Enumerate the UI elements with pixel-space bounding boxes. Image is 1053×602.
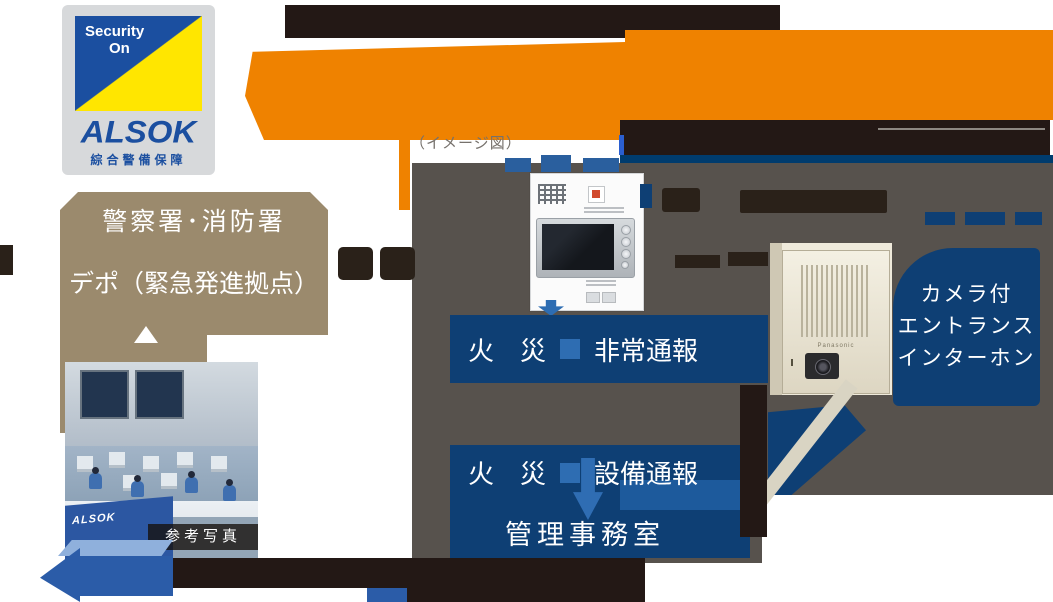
round-button-icon — [621, 261, 629, 269]
speaker-slits-icon — [801, 265, 869, 337]
arrow-top-face — [58, 540, 173, 556]
arrow-head — [40, 548, 80, 602]
entrance-label-line1: カメラ付 — [920, 282, 1013, 306]
entrance-label-line2: エントランス — [897, 314, 1036, 338]
operator — [131, 475, 144, 498]
facility-report-label: 設備通報 — [594, 460, 699, 489]
fire-char-1: 火 — [468, 336, 495, 366]
orange-headline-block-left — [245, 42, 625, 140]
management-office-label: 管理事務室 — [505, 520, 665, 550]
label-fragment — [1015, 212, 1042, 225]
image-note: （イメージ図） — [410, 135, 522, 152]
text-fragment — [675, 255, 720, 268]
entrance-intercom-device: Panasonic — [782, 250, 890, 394]
accent-block — [620, 480, 745, 510]
intercom-screen — [542, 224, 614, 270]
device-button — [586, 292, 600, 303]
wall-monitor — [80, 370, 129, 419]
entrance-heading-fragment — [740, 190, 887, 213]
operator — [223, 479, 236, 502]
edge-fragment — [0, 245, 13, 275]
label-fragment — [583, 158, 619, 172]
orange-headline-block-right — [625, 30, 1053, 120]
blue-square-icon — [560, 462, 581, 483]
device-label-line — [586, 284, 616, 286]
divider-line — [878, 128, 1045, 130]
flow-label-fragment — [380, 247, 415, 280]
photo-desk-brand: ALSOK — [72, 511, 116, 528]
depot-label: デポ（緊急発進拠点） — [68, 271, 319, 298]
speaker-grille-icon — [538, 184, 566, 204]
device-dot — [791, 359, 793, 366]
fire-char-2: 災 — [520, 460, 547, 489]
camera-entrance-intercom-label: カメラ付 エントランス インターホン — [893, 248, 1040, 406]
text-fragment — [662, 188, 700, 212]
badge-text-1: Security — [85, 23, 145, 40]
device-button — [602, 292, 616, 303]
device-label-line — [584, 207, 624, 209]
intercom-monitor — [536, 218, 635, 278]
label-fragment — [925, 212, 955, 225]
band-fragment — [640, 184, 652, 208]
operator — [185, 471, 198, 494]
fire-char-2: 災 — [520, 336, 547, 366]
text-fragment — [728, 252, 768, 266]
badge-text-2: On — [109, 40, 130, 57]
operator — [89, 467, 102, 490]
blue-square-icon — [560, 339, 581, 359]
emergency-report-label: 非常通報 — [594, 336, 699, 366]
blue-tick — [619, 135, 624, 155]
facility-report-office-box: 火 災 設備通報 管理事務室 — [450, 445, 750, 558]
console — [211, 455, 227, 472]
subtitle-dark-band — [620, 120, 1050, 155]
device-label-line — [586, 280, 616, 282]
fire-char-1: 火 — [468, 460, 495, 489]
security-on-badge-icon: Security On — [75, 16, 202, 111]
round-button-icon — [621, 225, 631, 235]
fire-emergency-report-box: 火 災 非常通報 — [450, 315, 768, 383]
police-fire-label: 警察署･消防署 — [102, 209, 286, 236]
company-name: 綜合警備保障 — [90, 153, 187, 167]
console — [161, 473, 177, 490]
wall-monitor — [135, 370, 184, 419]
round-button-icon — [621, 249, 631, 259]
fire-button-icon — [588, 186, 605, 203]
wall-edge — [770, 243, 782, 395]
indoor-intercom-device — [530, 173, 644, 311]
bottom-dark-bar — [173, 558, 407, 588]
police-depot-box: 警察署･消防署 デポ（緊急発進拠点） — [60, 192, 328, 335]
dark-strip — [740, 385, 767, 537]
orange-connector-stripe — [399, 140, 410, 210]
flow-label-fragment — [338, 247, 373, 280]
label-fragment — [541, 155, 571, 172]
camera-icon — [805, 353, 839, 379]
label-fragment — [965, 212, 1005, 225]
alsok-logo-card: Security On ALSOK 綜合警備保障 — [62, 5, 215, 175]
entrance-label-line3: インターホン — [897, 346, 1036, 370]
console — [143, 455, 159, 472]
device-brand: Panasonic — [817, 343, 855, 349]
console — [77, 455, 93, 472]
console — [177, 451, 193, 468]
round-button-icon — [621, 237, 631, 247]
arrow-body — [76, 556, 173, 596]
console — [109, 451, 125, 468]
label-fragment — [505, 158, 531, 172]
photo-caption: 参考写真 — [148, 524, 258, 550]
device-label-line — [584, 211, 624, 213]
up-arrow-icon — [134, 326, 158, 343]
alsok-wordmark: ALSOK — [80, 113, 197, 150]
left-arrow-3d-icon — [40, 540, 173, 602]
bottom-dark-bar — [407, 558, 645, 602]
